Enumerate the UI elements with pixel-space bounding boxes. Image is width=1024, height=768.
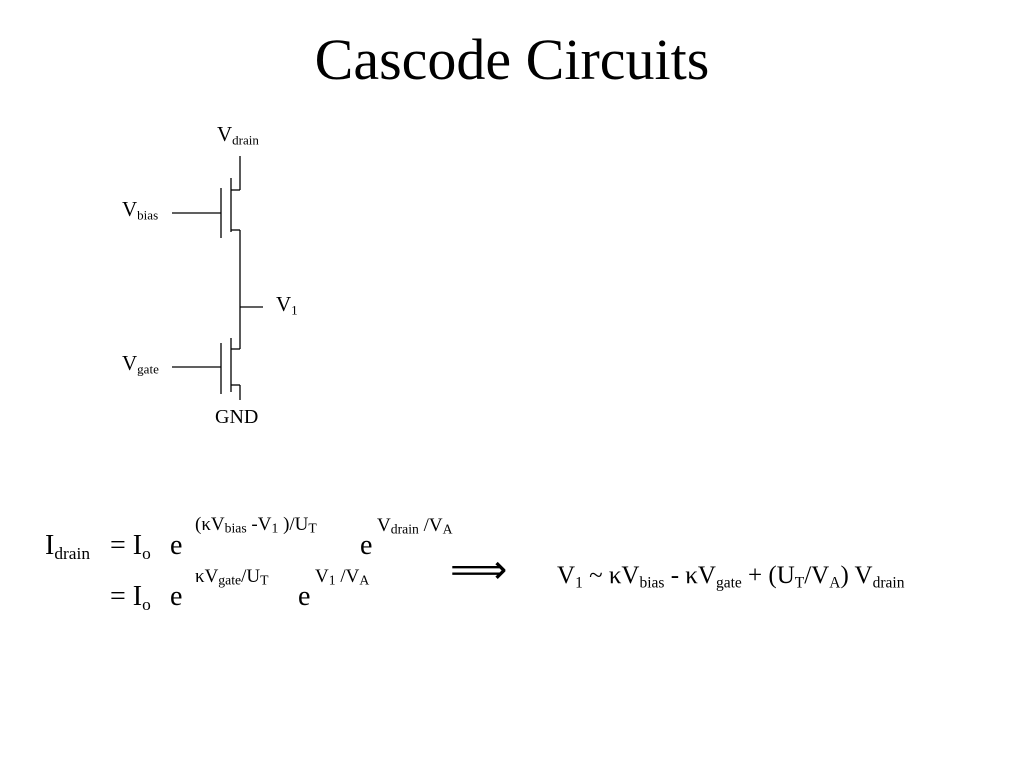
slide-title: Cascode Circuits bbox=[314, 27, 710, 92]
io-term-1: = Io bbox=[110, 530, 151, 563]
exponent-1a: (κVbias -V1 )/UT bbox=[195, 514, 317, 536]
bias-transistor bbox=[172, 156, 241, 238]
input-transistor bbox=[172, 338, 241, 400]
v1-label: V1 bbox=[276, 292, 298, 318]
exp-base-e-3: e bbox=[170, 581, 183, 612]
exp-base-e-4: e bbox=[298, 581, 311, 612]
exp-base-e-2: e bbox=[360, 530, 373, 561]
implies-arrow: ⟹ bbox=[450, 547, 508, 593]
gnd-label: GND bbox=[215, 406, 259, 428]
exponent-1b: Vdrain /VA bbox=[377, 515, 453, 537]
result-expression: V1 ~ κVbias - κVgate + (UT/VA) Vdrain bbox=[557, 562, 905, 592]
v-gate-label: Vgate bbox=[122, 351, 159, 377]
v-bias-label: Vbias bbox=[122, 197, 159, 223]
io-term-2: = Io bbox=[110, 581, 151, 614]
exponent-2a: κVgate/UT bbox=[195, 566, 269, 588]
idrain-lhs: Idrain bbox=[45, 530, 90, 563]
exp-base-e-1: e bbox=[170, 530, 183, 561]
v-drain-label: Vdrain bbox=[217, 122, 259, 148]
exponent-2b: V1 /VA bbox=[315, 566, 370, 588]
